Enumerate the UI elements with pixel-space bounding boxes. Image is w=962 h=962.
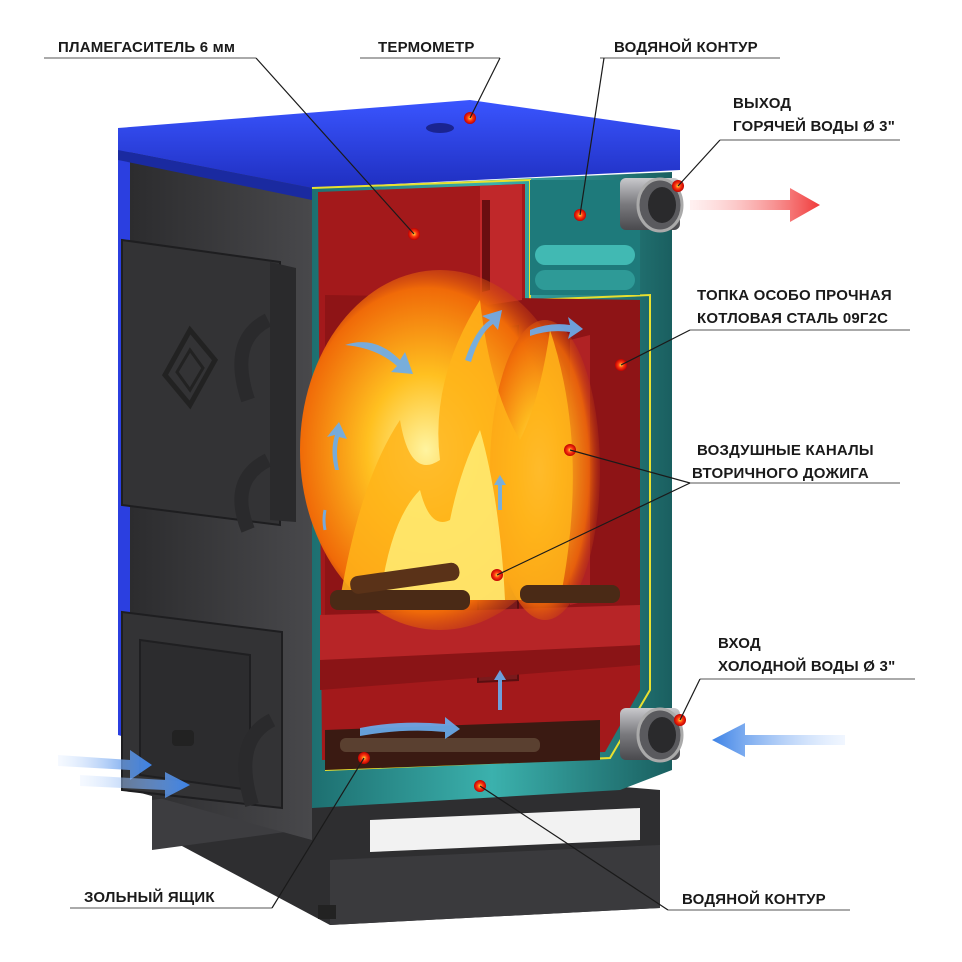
label-hot-out-line1: ВЫХОД — [733, 95, 791, 112]
upper-door-handle-icon — [234, 313, 272, 403]
secondary-air-arrows-icon — [322, 310, 583, 739]
ash-door-handle-icon — [238, 713, 276, 808]
label-air-channels-line2: ВТОРИЧНОГО ДОЖИГА — [692, 465, 869, 482]
label-air-channels-line1: ВОЗДУШНЫЕ КАНАЛЫ — [697, 442, 874, 459]
hot-water-outlet-pipe — [620, 177, 684, 233]
label-firebox-line2: КОТЛОВАЯ СТАЛЬ 09Г2С — [697, 310, 888, 327]
label-water-jacket-bottom: ВОДЯНОЙ КОНТУР — [682, 890, 826, 908]
air-damper-knob-icon — [172, 730, 194, 746]
cold-water-inlet-pipe — [620, 707, 684, 763]
logs-icon — [330, 562, 620, 752]
brand-logo-icon — [161, 325, 219, 410]
cold-water-arrow-icon — [712, 723, 845, 757]
upper-door-lower-handle-icon — [234, 453, 272, 533]
labels: ПЛАМЕГАСИТЕЛЬ 6 мм ТЕРМОМЕТР ВОДЯНОЙ КОН… — [58, 38, 895, 908]
label-thermometer: ТЕРМОМЕТР — [378, 39, 475, 56]
label-ash-box: ЗОЛЬНЫЙ ЯЩИК — [84, 888, 215, 906]
hot-water-arrow-icon — [690, 188, 820, 222]
primary-air-arrows-icon — [58, 750, 190, 798]
top-lid — [118, 100, 680, 200]
label-hot-out-line2: ГОРЯЧЕЙ ВОДЫ Ø 3" — [733, 117, 895, 135]
label-firebox-line1: ТОПКА ОСОБО ПРОЧНАЯ — [697, 287, 892, 304]
label-water-jacket-top: ВОДЯНОЙ КОНТУР — [614, 38, 758, 56]
label-cold-in-line1: ВХОД — [718, 635, 761, 652]
label-cold-in-line2: ХОЛОДНОЙ ВОДЫ Ø 3" — [718, 657, 895, 675]
front-panel — [121, 150, 312, 840]
cutaway-interior — [300, 172, 672, 808]
thermometer-port — [426, 123, 454, 133]
leader-lines — [44, 57, 915, 911]
label-flame-damper: ПЛАМЕГАСИТЕЛЬ 6 мм — [58, 39, 235, 56]
